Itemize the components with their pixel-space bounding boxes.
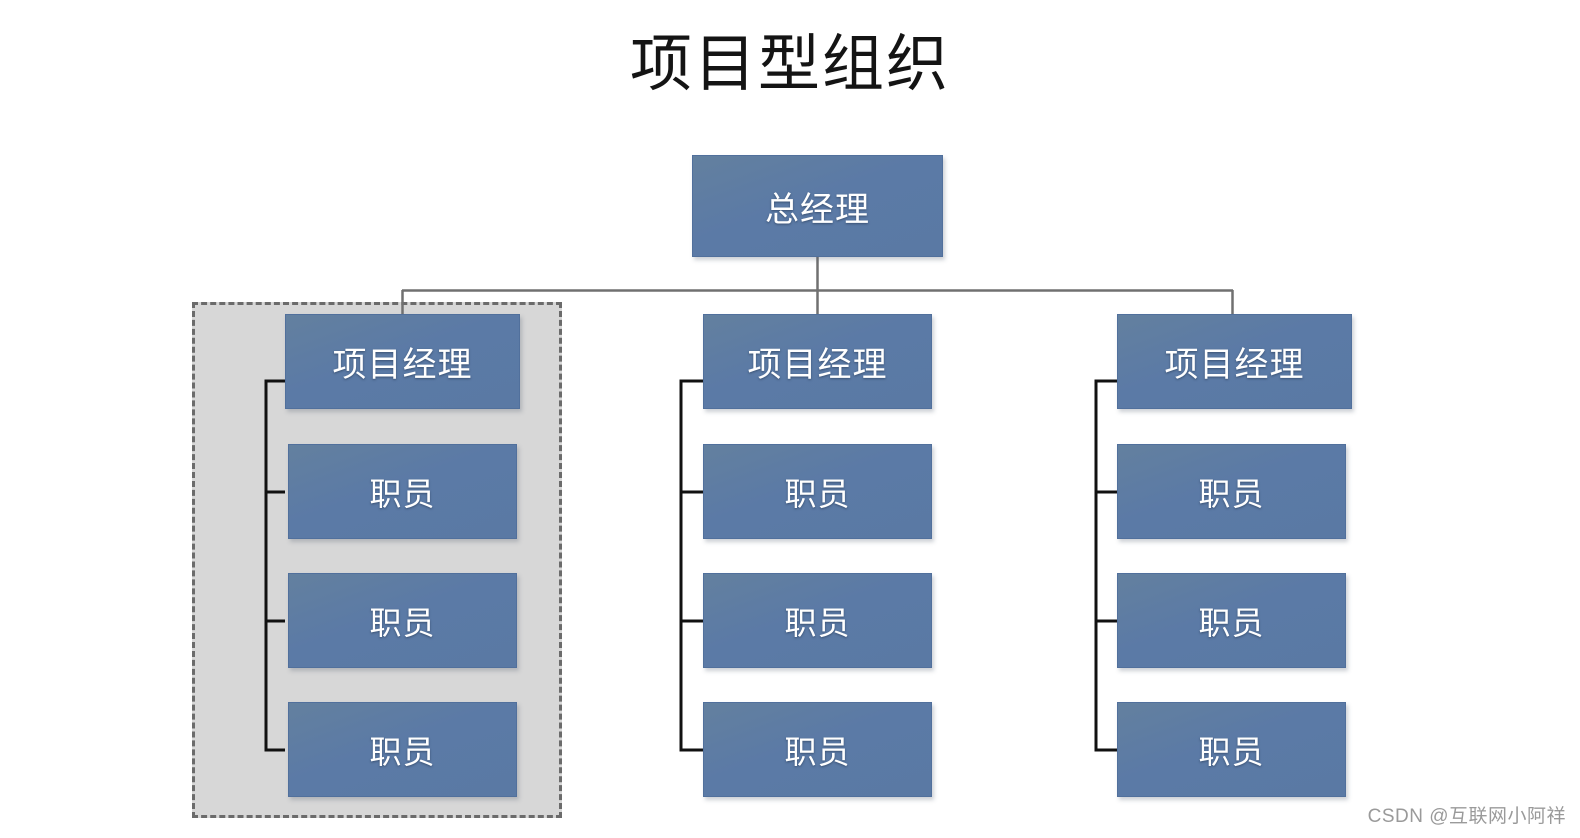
node-staff-1-2[interactable]: 职员 bbox=[288, 573, 517, 668]
node-staff-2-1[interactable]: 职员 bbox=[703, 444, 932, 539]
node-staff-1-1[interactable]: 职员 bbox=[288, 444, 517, 539]
node-staff-3-3[interactable]: 职员 bbox=[1117, 702, 1346, 797]
watermark: CSDN @互联网小阿祥 bbox=[1367, 806, 1566, 827]
node-staff-3-1[interactable]: 职员 bbox=[1117, 444, 1346, 539]
node-general-manager[interactable]: 总经理 bbox=[692, 155, 943, 257]
node-staff-2-3[interactable]: 职员 bbox=[703, 702, 932, 797]
connector-spine-col-3 bbox=[1094, 379, 1117, 752]
node-staff-2-2[interactable]: 职员 bbox=[703, 573, 932, 668]
node-staff-1-3[interactable]: 职员 bbox=[288, 702, 517, 797]
node-project-manager-3[interactable]: 项目经理 bbox=[1117, 314, 1352, 409]
node-staff-3-2[interactable]: 职员 bbox=[1117, 573, 1346, 668]
page-title: 项目型组织 bbox=[629, 30, 950, 99]
node-project-manager-1[interactable]: 项目经理 bbox=[285, 314, 520, 409]
connector-spine-col-2 bbox=[679, 379, 703, 752]
node-project-manager-2[interactable]: 项目经理 bbox=[703, 314, 932, 409]
